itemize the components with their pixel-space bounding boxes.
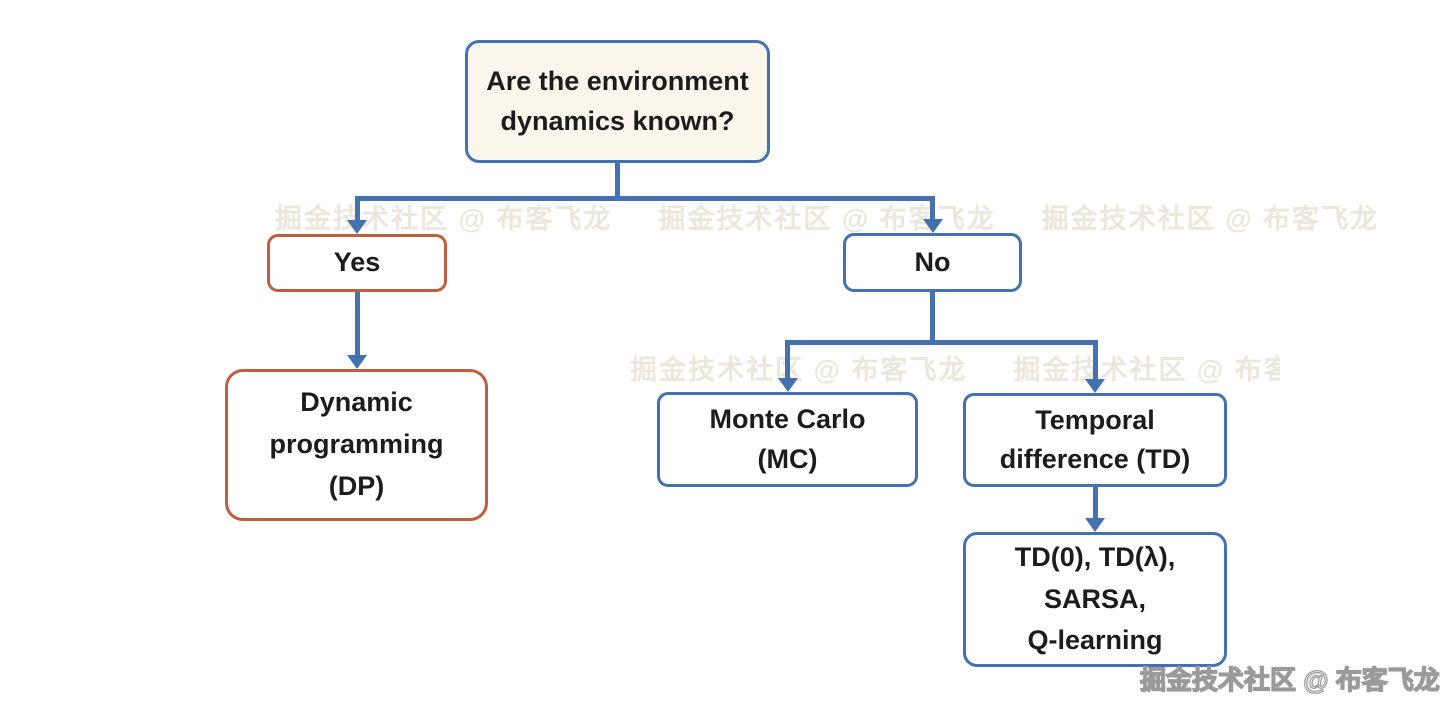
- connector-to-td: [1092, 340, 1098, 379]
- no-node: No: [843, 233, 1022, 292]
- connector-no-split: [785, 340, 1098, 345]
- connector-question-stem: [615, 162, 620, 198]
- ghost-watermark-row: 掘金技术社区 @ 布客飞龙 掘金技术社区 @ 布客飞龙: [630, 348, 1280, 387]
- arrowhead-to-no: [922, 219, 943, 233]
- ghost-watermark-row: 掘金技术社区 @ 布客飞龙 掘金技术社区 @ 布客飞龙 掘金技术社区 @ 布客飞…: [275, 197, 1420, 236]
- ghost-watermark-text: 掘金技术社区 @ 布客飞龙: [1013, 355, 1280, 385]
- connector-to-no: [930, 196, 935, 221]
- td-algorithms-node: TD(0), TD(λ), SARSA, Q-learning: [963, 532, 1227, 667]
- monte-carlo-node: Monte Carlo (MC): [657, 392, 918, 487]
- connector-to-mc: [785, 340, 790, 379]
- temporal-difference-node: Temporal difference (TD): [963, 393, 1227, 487]
- connector-to-yes: [354, 196, 360, 221]
- watermark-text: 掘金技术社区 @ 布客飞龙: [1139, 664, 1440, 695]
- arrowhead-to-dp: [347, 355, 367, 369]
- ghost-watermark-text: 掘金技术社区 @ 布客飞龙: [1041, 204, 1380, 234]
- yes-node: Yes: [267, 234, 447, 292]
- arrowhead-to-algorithms: [1085, 518, 1105, 532]
- ghost-watermark-text: 掘金技术社区 @ 布客飞龙: [275, 204, 613, 234]
- connector-td-to-algorithms: [1092, 486, 1098, 519]
- ghost-watermark-text: 掘金技术社区 @ 布客飞龙: [658, 204, 996, 234]
- ghost-watermark-text: 掘金技术社区 @ 布客飞龙: [630, 355, 968, 385]
- dynamic-programming-node: Dynamic programming (DP): [225, 369, 488, 521]
- connector-question-split: [354, 196, 935, 201]
- question-node: Are the environment dynamics known?: [465, 40, 770, 163]
- arrowhead-to-td: [1085, 379, 1105, 393]
- connector-no-stem: [930, 292, 935, 342]
- connector-yes-to-dp: [354, 292, 360, 356]
- arrowhead-to-mc: [777, 378, 798, 392]
- arrowhead-to-yes: [347, 220, 367, 234]
